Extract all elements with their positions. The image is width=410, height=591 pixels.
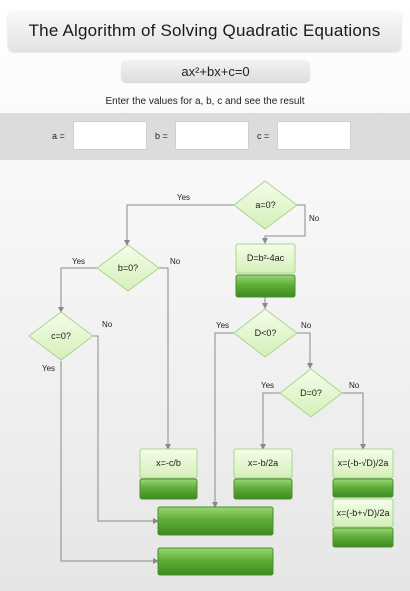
c-input[interactable] (277, 121, 351, 150)
b-label: b = (155, 131, 168, 141)
process-root-two (332, 498, 394, 528)
b-input[interactable] (175, 121, 249, 150)
decision-d-negative (233, 308, 298, 358)
process-discriminant (235, 243, 296, 274)
result-root-two (332, 527, 394, 548)
a-label: a = (52, 131, 65, 141)
process-root-one-label: x=(-b-√D)/2a (337, 458, 389, 468)
result-linear-root (139, 478, 198, 500)
branch-dzero-yes-label: Yes (261, 381, 275, 390)
process-linear-root-label: x=-c/b (156, 458, 181, 468)
a-input[interactable] (73, 121, 147, 150)
result-no-real-roots (157, 506, 274, 536)
result-no-solution (157, 547, 274, 576)
branch-b-no-label: No (170, 257, 181, 266)
decision-c-zero (28, 311, 94, 361)
connector-b-no (159, 267, 171, 450)
process-root-one (332, 448, 394, 479)
connector-dzero-no (342, 392, 366, 450)
connector-dless-yes (212, 332, 234, 508)
process-discriminant-label: D=b²-4ac (246, 253, 285, 263)
decision-b-zero-label: b=0? (117, 262, 139, 273)
result-discriminant (235, 274, 296, 298)
branch-c-yes-label: Yes (42, 364, 56, 373)
page-title: The Algorithm of Solving Quadratic Equat… (8, 11, 401, 51)
connector-b-yes (58, 267, 97, 313)
branch-dless-yes-label: Yes (216, 321, 230, 330)
connector-a-yes (124, 204, 234, 246)
equation-formula: ax²+bx+c=0 (121, 60, 310, 82)
branch-dless-no-label: No (301, 321, 312, 330)
process-root-two-label: x=(-b+√D)/2a (336, 507, 390, 518)
decision-a-zero-label: a=0? (255, 199, 276, 210)
branch-c-no-label: No (102, 320, 113, 329)
process-linear-root (139, 448, 198, 479)
connector-dzero-yes (260, 392, 280, 450)
decision-a-zero (233, 180, 298, 230)
instruction-text: Enter the values for a, b, c and see the… (105, 96, 305, 107)
branch-a-no-label: No (309, 214, 320, 223)
branch-b-yes-label: Yes (72, 257, 86, 266)
connector-c-no (93, 335, 159, 524)
decision-d-zero (279, 368, 343, 418)
connector-dless-no (297, 332, 313, 369)
c-label: c = (257, 131, 270, 141)
result-root-one (332, 478, 394, 498)
branch-a-yes-label: Yes (177, 193, 191, 202)
branch-dzero-no-label: No (349, 381, 360, 390)
decision-d-zero-label: D=0? (300, 387, 322, 398)
decision-c-zero-label: c=0? (51, 330, 71, 341)
process-double-root-label: x=-b/2a (247, 458, 279, 468)
connector-a-no (262, 204, 306, 244)
decision-b-zero (96, 244, 160, 292)
result-double-root (233, 478, 293, 500)
process-double-root (233, 448, 293, 479)
decision-d-negative-label: D<0? (254, 327, 277, 338)
connector-c-yes (60, 361, 159, 564)
